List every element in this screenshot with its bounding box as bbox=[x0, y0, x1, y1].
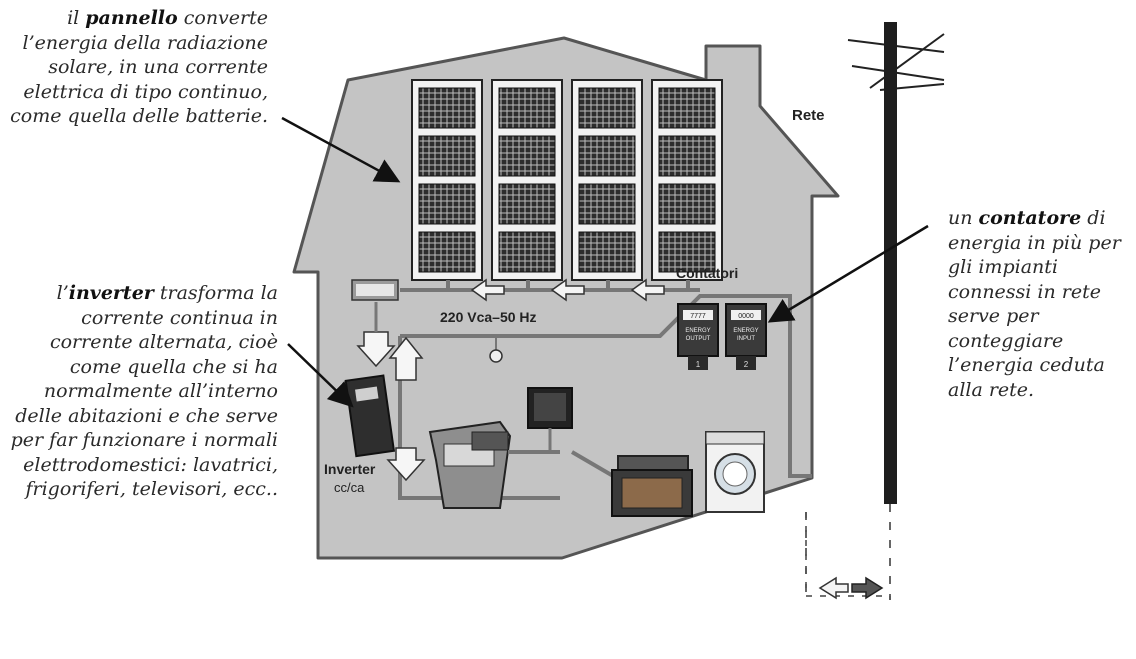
meter-caption: un contatore di energia in più per gli i… bbox=[948, 206, 1134, 402]
meter-caption-term: contatore bbox=[978, 207, 1082, 229]
energy-input-meter: 0000 ENERGY INPUT 2 bbox=[725, 303, 767, 370]
energy-output-meter: 7777 ENERGY OUTPUT 1 bbox=[677, 303, 719, 370]
solar-panel bbox=[651, 79, 723, 281]
inverter-flow-arrows bbox=[356, 331, 426, 482]
meter-callout-arrow bbox=[767, 224, 929, 323]
panel-callout-arrow bbox=[281, 116, 401, 183]
grid-label: Rete bbox=[792, 107, 825, 124]
inverter-caption: l’inverter trasforma la corrente continu… bbox=[0, 281, 278, 502]
inverter-caption-lead: l’ bbox=[56, 282, 69, 304]
solar-panel bbox=[571, 79, 643, 281]
refrigerator bbox=[428, 420, 512, 509]
voltage-label: 220 Vca–50 Hz bbox=[440, 309, 537, 325]
washing-machine bbox=[705, 431, 765, 513]
meter2-number: 2 bbox=[744, 360, 749, 369]
dc-flow-arrows bbox=[470, 278, 665, 302]
panel-caption-lead: il bbox=[67, 7, 80, 29]
inverter-caption-text: trasforma la corrente continua in corren… bbox=[10, 282, 278, 500]
grid-flow-arrows bbox=[818, 576, 884, 600]
light-bulb bbox=[489, 349, 503, 363]
inverter-device bbox=[344, 374, 396, 458]
meter2-display: 0000 bbox=[738, 313, 754, 320]
meter1-text2: OUTPUT bbox=[686, 336, 711, 342]
panel-caption-text: converte l’energia della radiazione sola… bbox=[10, 7, 268, 127]
solar-panel bbox=[411, 79, 483, 281]
inverter-callout-arrow bbox=[287, 343, 354, 408]
meters-label: Contatori bbox=[676, 265, 738, 281]
meter1-text1: ENERGY bbox=[685, 328, 710, 334]
meter-caption-text: di energia in più per gli impianti conne… bbox=[948, 207, 1121, 401]
panel-caption: il pannello converte l’energia della rad… bbox=[0, 6, 268, 129]
television bbox=[527, 387, 573, 452]
inverter-sublabel: cc/ca bbox=[334, 480, 365, 495]
meter1-display: 7777 bbox=[690, 313, 706, 320]
inverter-label: Inverter bbox=[324, 461, 376, 477]
solar-panel bbox=[491, 79, 563, 281]
meter2-text1: ENERGY bbox=[733, 328, 758, 334]
oven bbox=[611, 455, 693, 517]
meter2-text2: INPUT bbox=[737, 336, 755, 342]
inverter-caption-term: inverter bbox=[68, 282, 154, 304]
utility-pole bbox=[884, 22, 897, 504]
meter1-number: 1 bbox=[696, 360, 701, 369]
meter-caption-lead: un bbox=[948, 207, 973, 229]
panel-caption-term: pannello bbox=[85, 7, 178, 29]
